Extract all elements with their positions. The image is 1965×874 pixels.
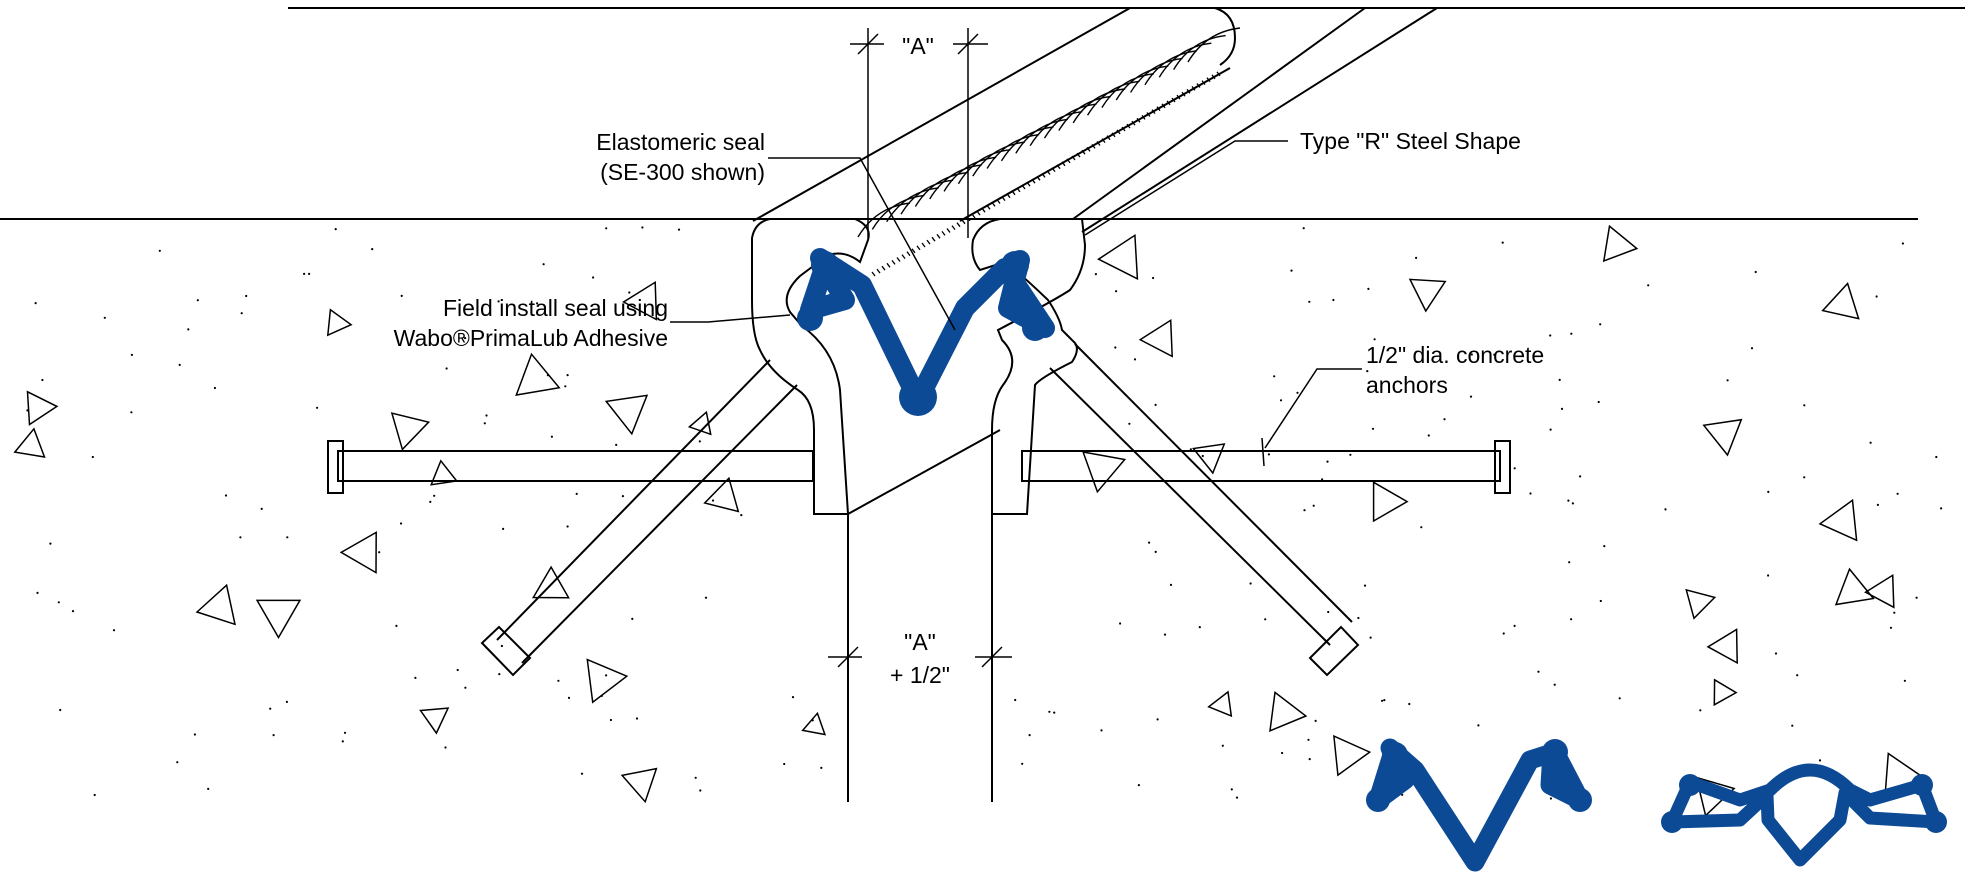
seal-profile-arch — [1661, 763, 1947, 867]
dimension-bottom — [828, 646, 1012, 668]
leader-elastomeric-seal — [768, 157, 956, 331]
label-anchors-1: 1/2" dia. concrete — [1366, 342, 1544, 368]
label-se-300: (SE-300 shown) — [600, 159, 765, 185]
steel-shape-left — [751, 218, 870, 515]
dimension-label-top: "A" — [902, 33, 934, 59]
elastomeric-seal-installed — [797, 248, 1055, 416]
joint-gap — [847, 429, 1022, 802]
diagonal-anchor-right — [1049, 343, 1360, 677]
label-field-install: Field install seal using — [443, 295, 668, 321]
steel-shape-perspective — [752, 7, 1438, 233]
anchor-bar-left — [327, 440, 814, 494]
label-steel-shape: Type "R" Steel Shape — [1300, 128, 1521, 154]
label-elastomeric-seal: Elastomeric seal — [596, 129, 765, 155]
dimension-label-bottom-a: "A" — [904, 629, 936, 655]
concrete-aggregate-texture — [13, 224, 1943, 818]
seal-ribs — [857, 27, 1241, 277]
label-adhesive: Wabo®PrimaLub Adhesive — [394, 325, 668, 351]
dimension-label-bottom-plus: + 1/2" — [890, 662, 950, 688]
label-anchors-2: anchors — [1366, 372, 1448, 398]
leader-anchors — [1264, 368, 1362, 449]
leader-field-install — [670, 314, 791, 323]
anchor-bar-right — [1021, 440, 1511, 494]
diagonal-anchor-left — [480, 359, 798, 677]
seal-profile-v — [1366, 738, 1592, 872]
dimension-top — [850, 28, 988, 238]
anchor-tick — [1261, 437, 1265, 467]
leader-steel-shape — [1084, 140, 1288, 236]
